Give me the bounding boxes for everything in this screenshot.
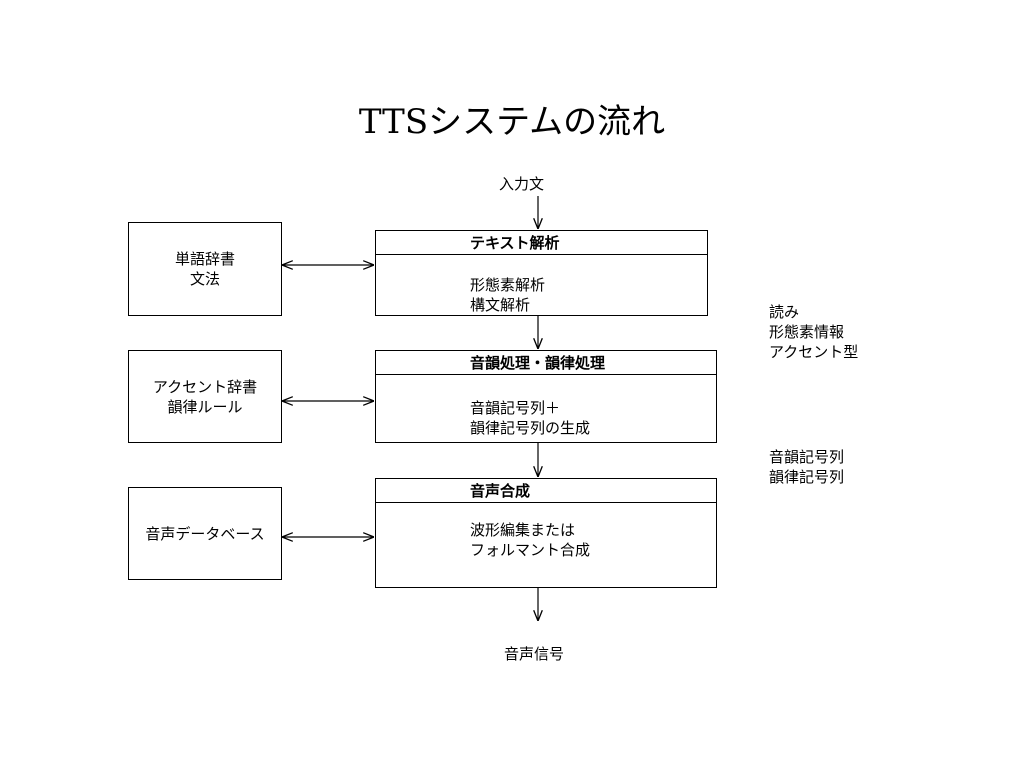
stage-description: 音韻記号列＋ 韻律記号列の生成 [470, 398, 590, 438]
resource-line: 単語辞書 [174, 250, 235, 268]
annotation-line: 音韻記号列 [769, 448, 845, 466]
diagram-title: TTSシステムの流れ [358, 102, 666, 142]
output-label: 音声信号 [504, 645, 565, 663]
stage-box-synthesis: 音声合成 波形編集または フォルマント合成 [375, 478, 717, 588]
resource-line: 文法 [189, 270, 220, 288]
input-label: 入力文 [499, 175, 545, 193]
stage-description: 波形編集または フォルマント合成 [470, 520, 590, 560]
resource-line: 韻律ルール [167, 397, 243, 416]
stage-line: 波形編集または [470, 521, 576, 539]
stage-title: 音韻処理・韻律処理 [376, 351, 716, 375]
resource-box-accent-dictionary: アクセント辞書 韻律ルール [128, 350, 282, 443]
resource-line: 音声データベース [145, 524, 265, 543]
resource-box-dictionary: 単語辞書 文法 [128, 222, 282, 316]
stage-line: 形態素解析 [470, 276, 546, 294]
stage-description: 形態素解析 構文解析 [470, 275, 545, 315]
stage-line: 音韻記号列＋ [470, 399, 561, 417]
annotation-prosody-output: 音韻記号列 韻律記号列 [769, 447, 844, 487]
annotation-line: 読み [769, 303, 800, 321]
stage-title: 音声合成 [376, 479, 716, 503]
stage-line: フォルマント合成 [470, 541, 591, 559]
stage-line: 構文解析 [470, 296, 531, 314]
annotation-line: 韻律記号列 [769, 468, 845, 486]
resource-box-voice-database: 音声データベース [128, 487, 282, 580]
stage-box-text-analysis: テキスト解析 形態素解析 構文解析 [375, 230, 708, 316]
annotation-line: 形態素情報 [769, 323, 845, 341]
stage-line: 韻律記号列の生成 [470, 419, 591, 437]
stage-title: テキスト解析 [376, 231, 707, 255]
resource-line: アクセント辞書 [152, 377, 258, 396]
annotation-line: アクセント型 [769, 343, 859, 361]
stage-box-prosody: 音韻処理・韻律処理 音韻記号列＋ 韻律記号列の生成 [375, 350, 717, 443]
annotation-text-analysis-output: 読み 形態素情報 アクセント型 [769, 302, 858, 362]
